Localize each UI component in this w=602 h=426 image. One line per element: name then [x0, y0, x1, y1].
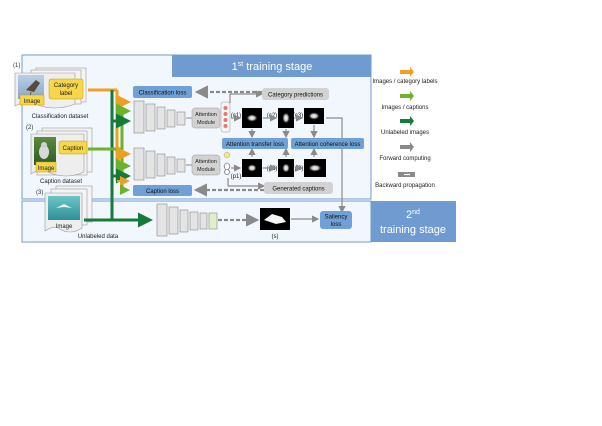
- legend-label-forward: Forward computing: [379, 156, 430, 162]
- map-label-p1: (p1): [231, 174, 242, 180]
- stage1-title: 1st training stage: [232, 61, 313, 73]
- caption-loss-box: Caption loss: [133, 185, 192, 196]
- map-label-p3: (p3): [293, 166, 304, 172]
- classification-loss-box: Classification loss: [133, 86, 192, 98]
- unlabeled-dataset-name: Unlabeled data: [78, 234, 119, 240]
- legend-label-backward: Backward propagation: [375, 183, 435, 189]
- svg-text:Module: Module: [197, 167, 215, 173]
- flow-arrows: [193, 85, 346, 227]
- attention-coherence-loss-box: Attention coherence loss: [291, 138, 364, 149]
- cnn-top: [133, 100, 186, 134]
- stage2-title-bar: [371, 201, 456, 242]
- stage2-title: 2nd: [406, 209, 420, 221]
- svg-text:Attention: Attention: [195, 112, 217, 118]
- svg-text:Generated captions: Generated captions: [272, 187, 324, 193]
- seabird-photo: [48, 196, 80, 220]
- stage1-title-bar: [172, 55, 371, 77]
- classification-dataset-name: Classification dataset: [32, 114, 89, 120]
- caption-dataset-name: Caption dataset: [40, 179, 82, 185]
- input-bus: [84, 88, 153, 228]
- legend-label-caption: Images / captions: [381, 105, 428, 111]
- cnn-bottom: [156, 203, 218, 237]
- attention-maps: [242, 108, 326, 230]
- legend-arrow-unlabeled: [400, 116, 414, 126]
- unlabeled-dataset: (3) Image Unlabeled data: [36, 185, 119, 240]
- svg-text:Attention coherence loss: Attention coherence loss: [295, 142, 361, 148]
- caption-label: Caption: [63, 146, 84, 152]
- svg-text:Attention transfer loss: Attention transfer loss: [226, 142, 284, 148]
- stage2-title-line2: training stage: [380, 224, 446, 236]
- category-label-line2: label: [60, 91, 73, 97]
- svg-text:loss: loss: [331, 222, 342, 228]
- attention-module-bottom: Attention Module: [186, 151, 231, 176]
- legend-arrow-forward: [400, 142, 414, 152]
- generated-captions-box: Generated captions: [264, 182, 333, 194]
- map-label-s: (s): [272, 234, 279, 240]
- legend-arrow-category: [400, 67, 414, 77]
- attention-module-top: Attention Module: [186, 101, 231, 133]
- caption-image-label: Image: [38, 166, 55, 172]
- legend: Images / category labels Images / captio…: [372, 67, 438, 189]
- unlabeled-image-label: Image: [56, 224, 73, 230]
- category-predictions-box: Category predictions: [262, 88, 329, 100]
- svg-text:Module: Module: [197, 120, 215, 126]
- svg-text:Caption loss: Caption loss: [146, 189, 179, 195]
- dataset-index-3: (3): [36, 190, 43, 196]
- map-label-p2: (p2): [267, 166, 278, 172]
- saliency-loss-box: Saliency loss: [320, 211, 352, 229]
- svg-text:Classification loss: Classification loss: [139, 91, 187, 97]
- dataset-index-1: (1): [13, 63, 20, 69]
- category-label-line1: Category: [54, 83, 78, 89]
- classification-dataset: (1) Image Category label Classification …: [13, 63, 89, 120]
- classification-image-label: Image: [24, 99, 41, 105]
- svg-text:Attention: Attention: [195, 159, 217, 165]
- svg-text:Saliency: Saliency: [325, 215, 348, 221]
- legend-arrow-caption: [400, 91, 414, 101]
- caption-dataset: (2) Image Caption Caption dataset: [26, 125, 93, 185]
- attention-transfer-loss-box: Attention transfer loss: [222, 138, 288, 149]
- legend-label-unlabeled: Unlabeled images: [381, 130, 429, 136]
- svg-text:Category predictions: Category predictions: [268, 93, 323, 99]
- legend-label-category: Images / category labels: [372, 79, 437, 85]
- cnn-middle: [133, 147, 186, 181]
- dataset-index-2: (2): [26, 125, 33, 131]
